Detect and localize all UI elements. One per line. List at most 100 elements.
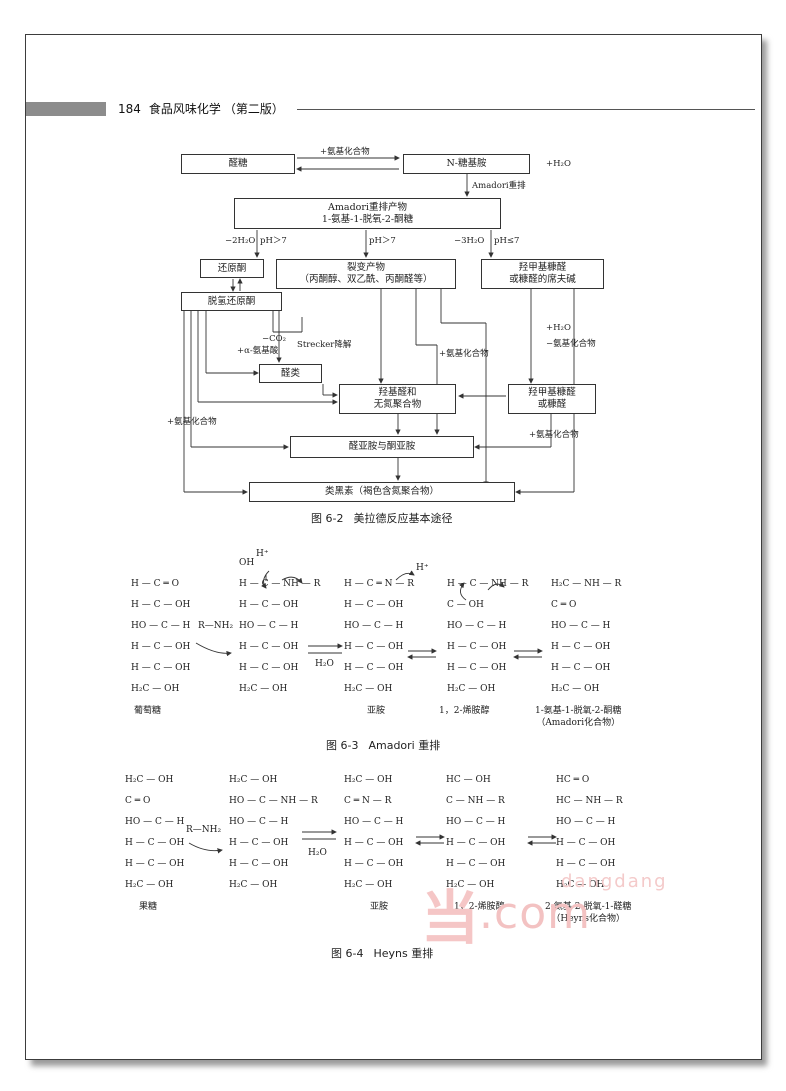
figure-6-4-title: Heyns 重排 (373, 947, 434, 960)
structure-line: HC — NH — R (556, 796, 623, 806)
box-reductone: 还原酮 (200, 259, 264, 278)
label-plus-amino-left: +氨基化合物 (167, 417, 217, 427)
figure-6-2-caption: 图 6-2 美拉德反应基本途径 (311, 510, 452, 526)
structure-line: H — C — OH (551, 663, 611, 673)
structure-line: H₂C — OH (229, 880, 278, 890)
label-minus-3h2o: −3H₂O (454, 236, 485, 246)
label-ph-gt7-b: pH＞7 (369, 236, 396, 246)
label-minus-co2: −CO₂ (262, 334, 287, 344)
figure-6-3-caption: 图 6-3 Amadori 重排 (326, 737, 440, 753)
structure-line: HO — C — H (447, 621, 507, 631)
structure-line: H — C — OH (125, 838, 185, 848)
amadori-compound-name: 1-氨基-1-脱氧-2-酮糖 （Amadori化合物） (535, 705, 621, 729)
structure-line: HO — C — H (125, 817, 185, 827)
structure-line: H₂C — OH (344, 684, 393, 694)
box-amadori-label-1: Amadori重排产物 (328, 201, 407, 213)
label-plus-amino-right: +氨基化合物 (529, 430, 579, 440)
amadori-enaminol-name: 1，2-烯胺醇 (439, 706, 490, 716)
figure-6-4-number: 图 6-4 (331, 947, 364, 960)
heyns-compound-name: 2-氨基-2-脱氧-1-醛糖 （Heyns化合物） (545, 901, 631, 925)
amadori-reagent-label: R—NH₂ (198, 621, 234, 631)
figure-6-3-title: Amadori 重排 (368, 739, 441, 752)
structure-line: H₂C — OH (344, 775, 393, 785)
label-plus-h2o-top: +H₂O (546, 159, 571, 169)
structure-line: H — C — OH (131, 663, 191, 673)
amadori-water-label: H₂O (315, 659, 334, 669)
box-hydroxy-label-1: 羟基醛和 (378, 387, 417, 398)
box-hydroxy-label-2: 无氮聚合物 (373, 399, 422, 410)
box-fission-products: 裂变产物 （丙酮醇、双乙酰、丙酮醛等） (276, 259, 456, 289)
label-plus-amino-top: +氨基化合物 (320, 147, 370, 157)
structure-line: H₂C — OH (447, 684, 496, 694)
label-amadori-rearrangement: Amadori重排 (472, 181, 526, 191)
structure-line: H — C ═ O (131, 579, 179, 589)
box-imines: 醛亚胺与酮亚胺 (290, 436, 474, 458)
structure-line: H — C — OH (131, 600, 191, 610)
amadori-h-plus-right: H⁺ (416, 563, 429, 573)
structure-line: OH (239, 558, 255, 568)
structure-line: H — C — OH (447, 642, 507, 652)
label-ph-le7: pH≤7 (494, 236, 520, 246)
box-amadori-product: Amadori重排产物 1-氨基-1-脱氧-2-酮糖 (234, 198, 501, 229)
amadori-compound-name-2: （Amadori化合物） (536, 718, 621, 728)
structure-line: H — C — OH (239, 642, 299, 652)
maillard-flowchart-connectors (183, 155, 575, 495)
label-plus-amino-mid: +氨基化合物 (439, 349, 489, 359)
box-glycosylamine: N-糖基胺 (403, 154, 530, 174)
amadori-glucose-name: 葡萄糖 (134, 706, 162, 716)
heyns-enaminol-name: 1，2-烯胺醇 (454, 902, 505, 912)
heyns-reaction-arrows (188, 829, 557, 854)
structure-line: H₂C — OH (125, 880, 174, 890)
structure-line: H — C — OH (344, 600, 404, 610)
amadori-h-plus-top: H⁺ (256, 549, 269, 559)
label-minus-2h2o: −2H₂O (225, 236, 256, 246)
structure-line: C ═ O (125, 796, 151, 806)
structure-line: H₂C — OH (551, 684, 600, 694)
structure-line: H₂C — OH (131, 684, 180, 694)
structure-line: H — C — OH (229, 859, 289, 869)
label-minus-amino-right: −氨基化合物 (546, 339, 596, 349)
figure-6-2-number: 图 6-2 (311, 512, 344, 525)
structure-line: H — C — OH (239, 663, 299, 673)
structure-line: HO — C — NH — R (229, 796, 318, 806)
structure-line: H — C — OH (447, 663, 507, 673)
structure-line: H₂C — NH — R (551, 579, 622, 589)
structure-line: C — OH (447, 600, 484, 610)
box-reductone-label: 还原酮 (217, 262, 247, 274)
structure-line: H₂C — OH (125, 775, 174, 785)
box-glycosylamine-label: N-糖基胺 (446, 158, 487, 169)
structure-line: HO — C — H (344, 817, 404, 827)
structure-line: HC ═ O (556, 775, 590, 785)
heyns-fructose-name: 果糖 (139, 902, 158, 912)
book-edition: （第二版） (223, 102, 284, 116)
box-dehydroreductone: 脱氢还原酮 (181, 292, 282, 311)
amadori-imine-name: 亚胺 (367, 706, 386, 716)
structure-line: HO — C — H (446, 817, 506, 827)
box-hmf-label-2: 或糠醛的席夫碱 (509, 274, 576, 285)
box-imines-label: 醛亚胺与酮亚胺 (348, 441, 416, 452)
structure-line: H — C — OH (131, 642, 191, 652)
dangdang-watermark: 当.com dangdang (421, 871, 666, 955)
structure-line: H — C — OH (446, 859, 506, 869)
box-aldehydes: 醛类 (259, 364, 322, 383)
figure-6-2-title: 美拉德反应基本途径 (353, 512, 453, 525)
box-hmf-furfural: 羟甲基糠醛 或糠醛 (508, 384, 596, 414)
header-rule (297, 109, 755, 110)
box-hmf-schiff-base: 羟甲基糠醛 或糠醛的席夫碱 (481, 259, 604, 289)
figure-6-3-number: 图 6-3 (326, 739, 359, 752)
page-number: 184 (118, 102, 141, 116)
structure-line: H₂C — OH (556, 880, 605, 890)
structure-line: H — C — OH (344, 838, 404, 848)
structure-line: HO — C — H (131, 621, 191, 631)
header-bar (26, 102, 106, 116)
label-ph-gt7-a: pH＞7 (260, 236, 287, 246)
box-hmf-label-1: 羟甲基糠醛 (518, 262, 567, 273)
amadori-reaction-arrows (195, 570, 543, 660)
structure-line: H — C — OH (344, 642, 404, 652)
